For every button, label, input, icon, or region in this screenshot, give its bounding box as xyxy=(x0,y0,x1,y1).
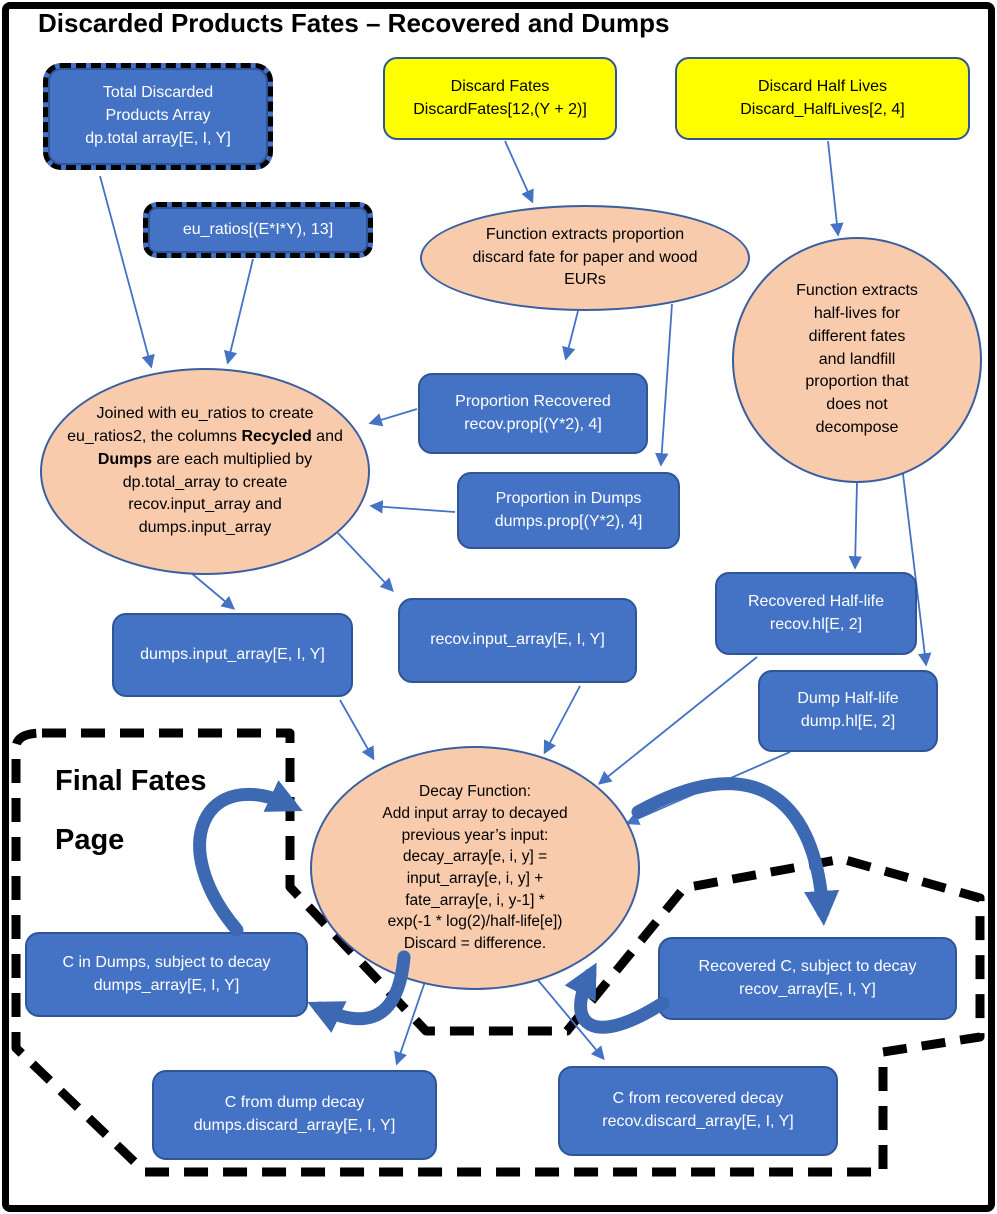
node-joined-with-eu-ratios-function: Joined with eu_ratios to create eu_ratio… xyxy=(40,368,370,575)
arrow-total-to-join-fn xyxy=(99,175,155,369)
page-title: Discarded Products Fates – Recovered and… xyxy=(38,8,670,38)
thick-arrow-decay-to-cindumps xyxy=(307,950,411,1033)
node-proportion-in-dumps: Proportion in Dumps dumps.prop[(Y*2), 4] xyxy=(457,472,680,549)
arrow-dumps-input-to-decay-fn xyxy=(339,699,375,761)
node-extract-proportion-function: Function extracts proportion discard fat… xyxy=(420,205,750,311)
node-recovered-c: Recovered C, subject to decay recov_arra… xyxy=(658,937,957,1020)
thick-arrow-decay-to-recoveredc xyxy=(631,777,840,927)
final-fates-label-line2: Page xyxy=(55,824,125,856)
thick-arrow-cindumps-to-decay xyxy=(193,780,303,937)
node-proportion-recovered: Proportion Recovered recov.prop[(Y*2), 4… xyxy=(418,373,648,454)
node-recovered-half-life: Recovered Half-life recov.hl[E, 2] xyxy=(715,572,917,655)
arrow-join-fn-to-recov-input xyxy=(337,532,394,592)
node-discard-fates: Discard Fates DiscardFates[12,(Y + 2)] xyxy=(383,57,617,140)
node-dump-half-life: Dump Half-life dump.hl[E, 2] xyxy=(758,670,938,752)
node-c-in-dumps: C in Dumps, subject to decay dumps_array… xyxy=(25,932,308,1017)
arrow-extractfn-to-prop-dumps xyxy=(655,303,673,467)
arrow-recov-input-to-decay-fn xyxy=(543,685,581,755)
arrow-join-fn-to-dumps-input xyxy=(189,571,236,610)
arrow-discardfates-to-extract-fn xyxy=(504,140,534,204)
node-extract-half-lives-function: Function extracts half-lives for differe… xyxy=(732,237,982,483)
thick-arrow-recoveredc-to-decay xyxy=(564,962,670,1034)
arrow-euratios-to-join-fn xyxy=(223,258,254,365)
node-discard-half-lives: Discard Half Lives Discard_HalfLives[2, … xyxy=(675,57,970,140)
arrow-halflives-to-extract-fn xyxy=(827,140,844,237)
final-fates-label-line1: Final Fates xyxy=(55,765,207,797)
node-c-from-dump-decay: C from dump decay dumps.discard_array[E,… xyxy=(152,1070,437,1160)
arrow-prop-recovered-to-join-fn xyxy=(368,408,418,427)
arrow-recov-hl-to-decay-fn xyxy=(597,656,758,785)
arrow-decay-fn-to-recov-discard xyxy=(526,966,605,1061)
arrow-extracthl-to-dump-hl xyxy=(902,473,932,667)
arrow-extractfn-to-prop-recovered xyxy=(562,310,579,361)
node-dumps-input-array: dumps.input_array[E, I, Y] xyxy=(112,613,353,697)
node-decay-function: Decay Function: Add input array to decay… xyxy=(310,746,640,990)
arrow-prop-dumps-to-join-fn xyxy=(369,500,456,514)
node-recov-input-array: recov.input_array[E, I, Y] xyxy=(398,598,637,683)
node-eu-ratios: eu_ratios[(E*I*Y), 13] xyxy=(143,202,373,258)
final-fates-page-boundary xyxy=(11,728,985,1177)
node-c-from-recovered-decay: C from recovered decay recov.discard_arr… xyxy=(558,1066,838,1156)
node-total-discarded-products-array: Total Discarded Products Array dp.total … xyxy=(43,63,273,170)
arrow-extracthl-to-recov-hl xyxy=(848,481,863,570)
